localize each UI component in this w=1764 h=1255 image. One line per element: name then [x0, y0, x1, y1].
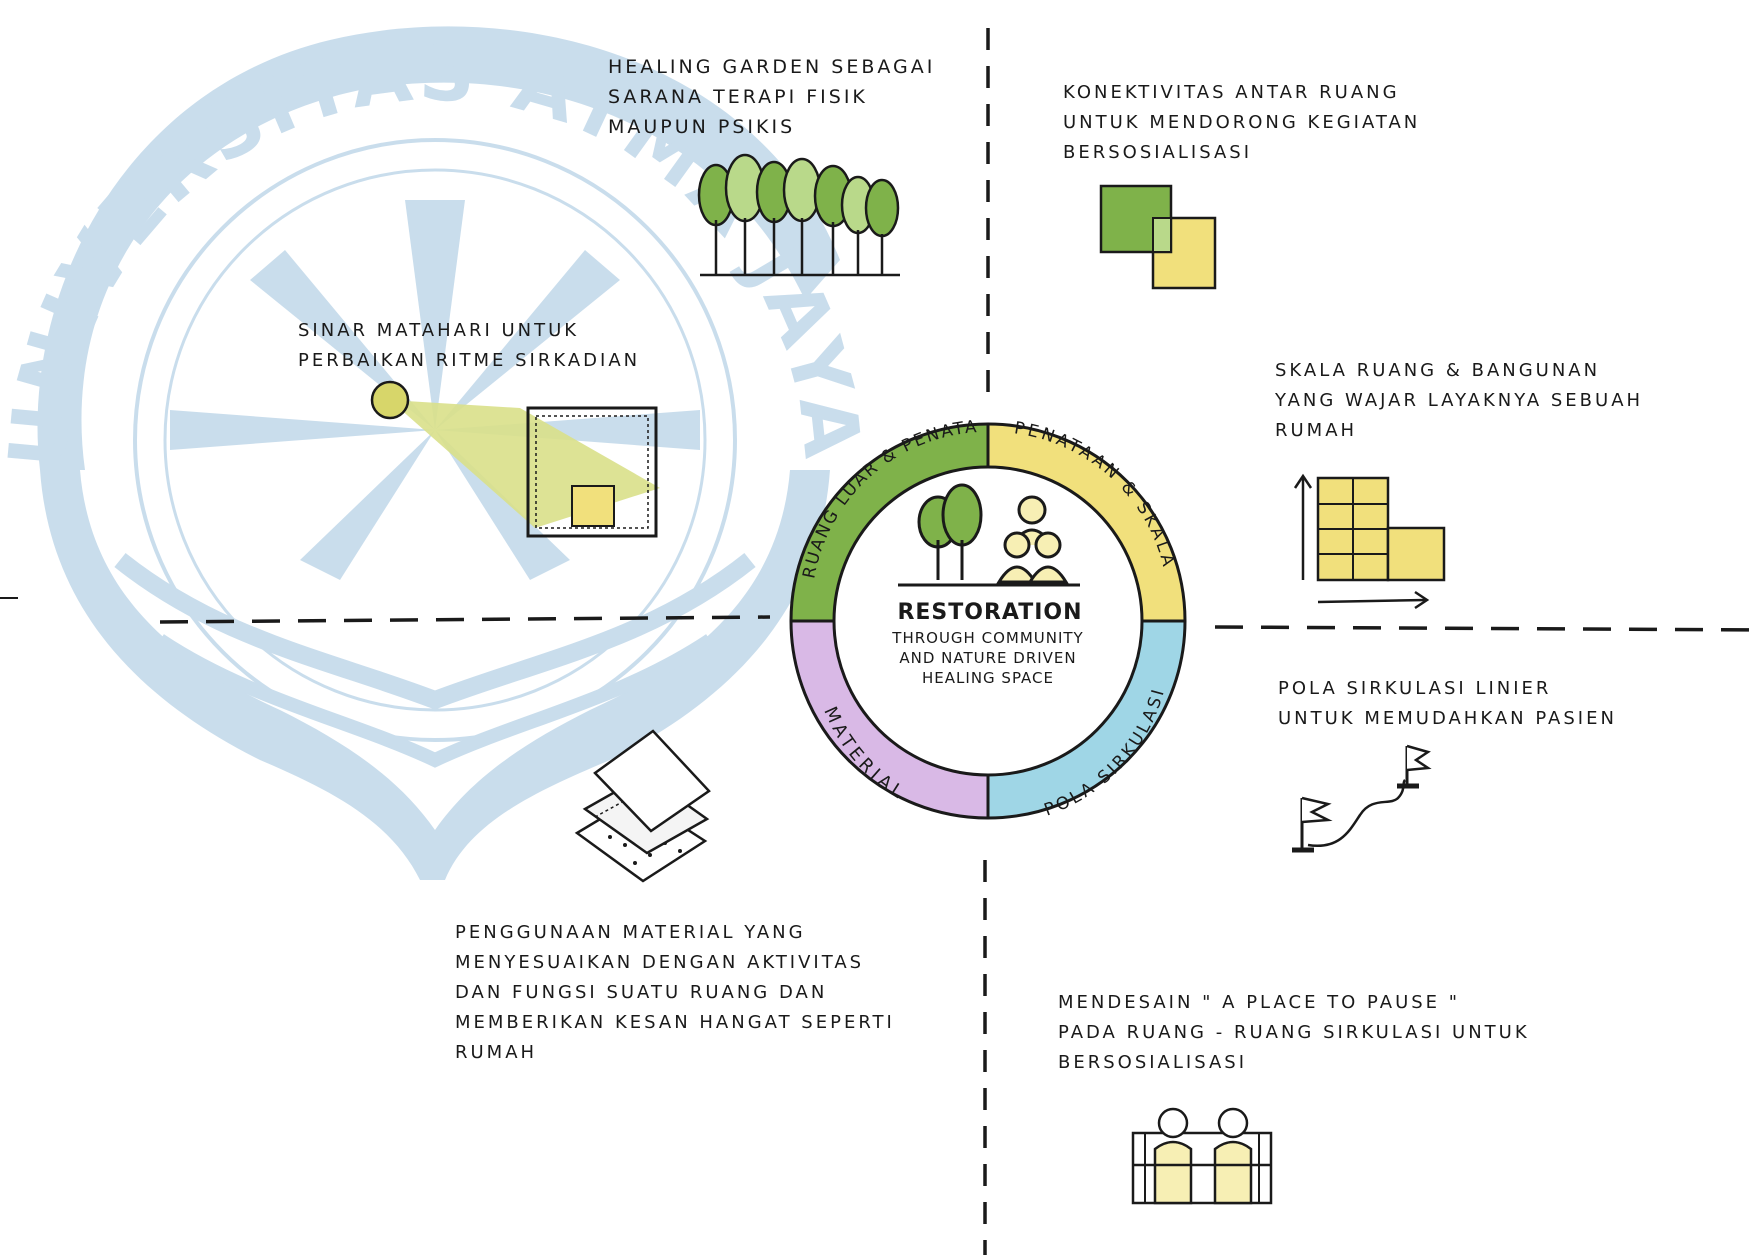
note-skala: SKALA RUANG & BANGUNAN YANG WAJAR LAYAKN… [1275, 360, 1644, 441]
ring-segment-pola [988, 621, 1185, 818]
material-layers-icon [574, 729, 711, 883]
horizontal-dashed-line-left [159, 615, 771, 624]
note-healing-garden: HEALING GARDEN SEBAGAI SARANA TERAPI FIS… [608, 56, 936, 138]
people-icon [996, 495, 1069, 584]
center-subtitle: THROUGH COMMUNITY AND NATURE DRIVEN HEAL… [838, 628, 1138, 688]
trees-icon [917, 483, 983, 580]
forest-icon [697, 153, 900, 277]
note-sinar-matahari: SINAR MATAHARI UNTUK PERBAIKAN RITME SIR… [298, 320, 641, 371]
center-subtitle-line: AND NATURE DRIVEN [899, 649, 1077, 667]
ring-segment-material [791, 621, 988, 818]
note-pola-sirkulasi: POLA SIRKULASI LINIER UNTUK MEMUDAHKAN P… [1278, 678, 1617, 729]
seated-people-icon [1131, 1107, 1273, 1205]
center-subtitle-line: HEALING SPACE [922, 669, 1054, 687]
note-material: PENGGUNAAN MATERIAL YANG MENYESUAIKAN DE… [455, 922, 895, 1063]
ring-segment-ruang-luar [791, 424, 988, 621]
note-mendesain: MENDESAIN " A PLACE TO PAUSE " PADA RUAN… [1058, 992, 1530, 1073]
scale-blocks-icon [1293, 473, 1446, 610]
center-title: RESTORATION [897, 600, 1083, 625]
ring-segment-penataan [988, 424, 1185, 621]
overlapping-squares-icon [1099, 184, 1217, 290]
center-subtitle-line: THROUGH COMMUNITY [892, 629, 1084, 647]
flags-path-icon [1292, 744, 1432, 853]
note-konektivitas: KONEKTIVITAS ANTAR RUANG UNTUK MENDORONG… [1063, 82, 1421, 163]
sunlight-room-icon [370, 380, 660, 538]
